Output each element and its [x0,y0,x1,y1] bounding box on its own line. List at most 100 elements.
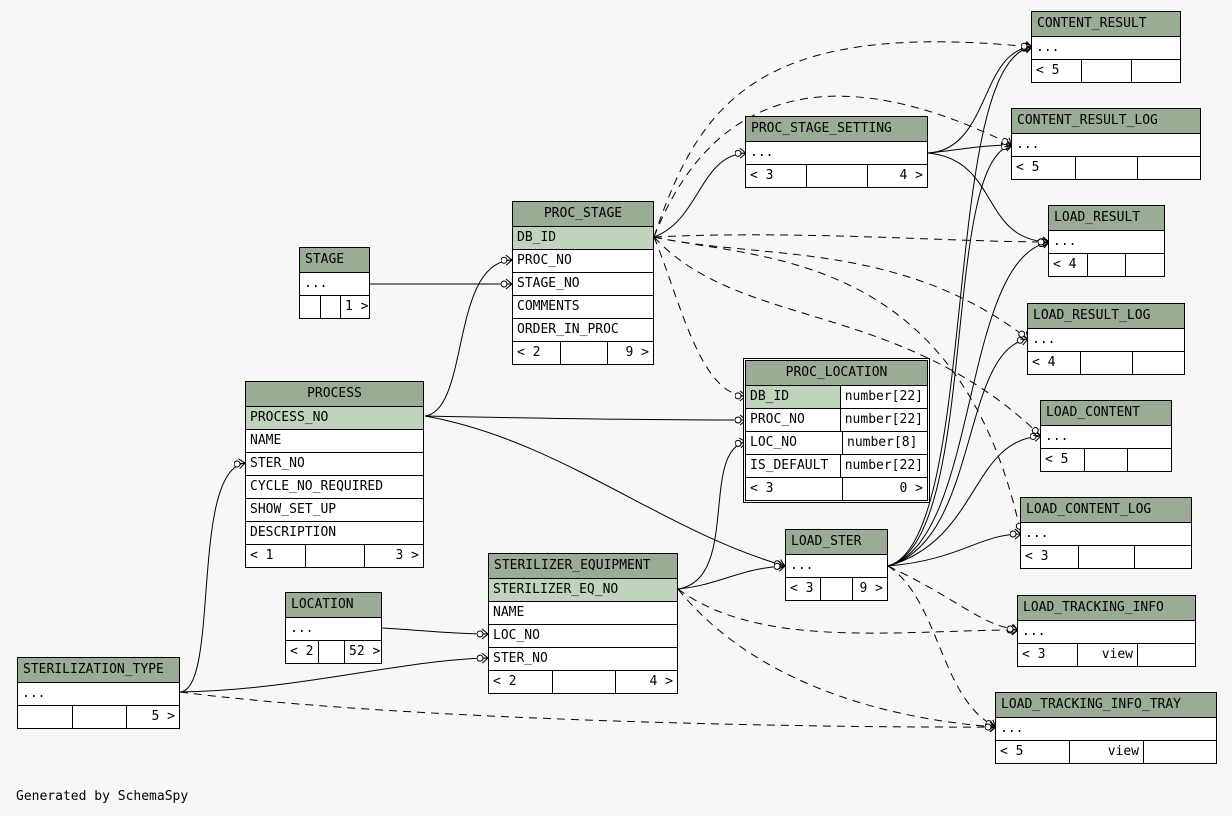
child-count[interactable]: 52 > [349,644,381,659]
child-count[interactable] [1138,644,1195,666]
table-load-result[interactable]: LOAD_RESULT ... < 4 [1048,205,1165,277]
table-title[interactable]: PROC_STAGE [513,202,653,227]
child-count[interactable] [1126,254,1164,276]
parent-count[interactable]: < 2 [513,342,561,364]
column-row: STER_NO [489,648,677,671]
child-count[interactable] [1135,546,1191,568]
table-title[interactable]: PROC_LOCATION [746,361,927,386]
child-count[interactable]: 4 > [899,168,923,183]
parent-count[interactable]: < 5 [1041,449,1085,471]
parent-count[interactable]: < 3 [746,165,807,187]
parent-count[interactable]: < 4 [1049,254,1088,276]
child-count[interactable]: 9 > [625,345,649,360]
edge-proc-stage-load-result-log [653,236,1028,339]
parent-count[interactable]: < 3 [1021,546,1079,568]
edge-load-ster-content-result [887,47,1032,567]
table-sterilizer-equipment[interactable]: STERILIZER_EQUIPMENT STERILIZER_EQ_NO NA… [488,553,678,694]
table-footer: < 1 3 > [246,545,423,567]
parent-count[interactable]: < 2 [489,671,553,693]
edge-proc-stage-load-content [653,236,1041,436]
row-count [319,641,345,663]
table-title[interactable]: LOAD_TRACKING_INFO [1018,596,1195,621]
column-type: number[22] [844,412,923,427]
table-load-tracking-info-tray[interactable]: LOAD_TRACKING_INFO_TRAY ... < 5 view [995,692,1217,764]
edge-proc-stage-setting [653,153,746,238]
table-footer: 5 > [18,706,179,728]
edge-location-ster-eq [381,627,488,634]
table-title[interactable]: LOAD_RESULT_LOG [1028,304,1184,329]
table-title[interactable]: LOCATION [286,593,381,618]
table-load-tracking-info[interactable]: LOAD_TRACKING_INFO ... < 3 view [1017,595,1196,667]
edge-process-proc-stage [424,260,512,417]
table-stage[interactable]: STAGE ... 1 > [299,247,370,319]
table-load-content[interactable]: LOAD_CONTENT ... < 5 [1040,400,1172,472]
table-row: ... [1049,231,1164,254]
table-process[interactable]: PROCESS PROCESS_NO NAME STER_NO CYCLE_NO… [245,381,424,568]
table-title[interactable]: CONTENT_RESULT_LOG [1012,109,1200,134]
table-type: view [1078,644,1138,666]
table-title[interactable]: STERILIZATION_TYPE [18,658,179,683]
table-proc-stage-setting[interactable]: PROC_STAGE_SETTING ... < 3 4 > [745,116,928,188]
parent-count[interactable]: < 5 [1032,60,1082,82]
table-footer: < 5 [1032,60,1180,82]
table-title[interactable]: LOAD_CONTENT_LOG [1021,498,1191,523]
parent-count[interactable]: < 3 [786,578,821,600]
edge-ster-eq-load-tracking-info [677,588,1018,633]
edge-proc-stage-load-result [653,234,1049,242]
child-count[interactable]: 4 > [649,674,673,689]
table-content-result-log[interactable]: CONTENT_RESULT_LOG ... < 5 [1011,108,1201,180]
child-count[interactable]: 9 > [859,581,883,596]
child-count[interactable] [1144,741,1216,763]
column-name: LOC_NO [746,432,843,454]
child-count[interactable]: 5 > [151,709,175,724]
child-count[interactable] [1133,352,1184,374]
child-count[interactable] [1128,449,1171,471]
table-proc-location[interactable]: PROC_LOCATION DB_ID number[22] PROC_NO n… [743,358,930,503]
column-name: IS_DEFAULT [746,455,841,477]
table-location[interactable]: LOCATION ... < 2 52 > [285,592,382,664]
table-title[interactable]: LOAD_STER [786,530,887,555]
parent-count[interactable]: < 2 [286,641,319,663]
child-count[interactable]: 3 > [395,548,419,563]
table-footer: < 2 4 > [489,671,677,693]
table-title[interactable]: STAGE [300,248,369,273]
parent-count[interactable]: < 4 [1028,352,1081,374]
table-row: ... [1041,426,1171,449]
table-sterilization-type[interactable]: STERILIZATION_TYPE ... 5 > [17,657,180,729]
table-content-result[interactable]: CONTENT_RESULT ... < 5 [1031,11,1181,83]
table-title[interactable]: PROCESS [246,382,423,407]
table-title[interactable]: PROC_STAGE_SETTING [746,117,927,142]
child-count[interactable] [1138,157,1200,179]
table-load-content-log[interactable]: LOAD_CONTENT_LOG ... < 3 [1020,497,1192,569]
table-title[interactable]: CONTENT_RESULT [1032,12,1180,37]
parent-count[interactable]: < 5 [1012,157,1076,179]
table-title[interactable]: STERILIZER_EQUIPMENT [489,554,677,579]
child-count[interactable] [1132,60,1180,82]
table-row: ... [1028,329,1184,352]
table-row: ... [1032,37,1180,60]
table-load-result-log[interactable]: LOAD_RESULT_LOG ... < 4 [1027,303,1185,375]
table-footer: < 5 view [996,741,1216,763]
parent-count[interactable] [300,296,321,318]
table-title[interactable]: LOAD_TRACKING_INFO_TRAY [996,693,1216,718]
table-load-ster[interactable]: LOAD_STER ... < 3 9 > [785,529,888,601]
table-footer: < 4 [1028,352,1184,374]
table-footer: < 3 view [1018,644,1195,666]
column-row: PROC_NO number[22] [746,409,927,432]
row-count [1082,60,1132,82]
parent-count[interactable]: < 5 [996,741,1070,763]
child-count[interactable]: 0 > [899,481,923,496]
child-count[interactable]: 1 > [345,299,369,314]
table-proc-stage[interactable]: PROC_STAGE DB_ID PROC_NO STAGE_NO COMMEN… [512,201,654,365]
parent-count[interactable]: < 3 [746,478,843,500]
parent-count[interactable]: < 1 [246,545,306,567]
parent-count[interactable]: < 3 [1018,644,1078,666]
column-row: COMMENTS [513,296,653,319]
table-title[interactable]: LOAD_RESULT [1049,206,1164,231]
edge-process-proc-location [424,416,746,420]
table-title[interactable]: LOAD_CONTENT [1041,401,1171,426]
parent-count[interactable] [18,706,73,728]
table-row: ... [1018,621,1195,644]
column-row: STAGE_NO [513,273,653,296]
table-row: ... [300,273,369,296]
